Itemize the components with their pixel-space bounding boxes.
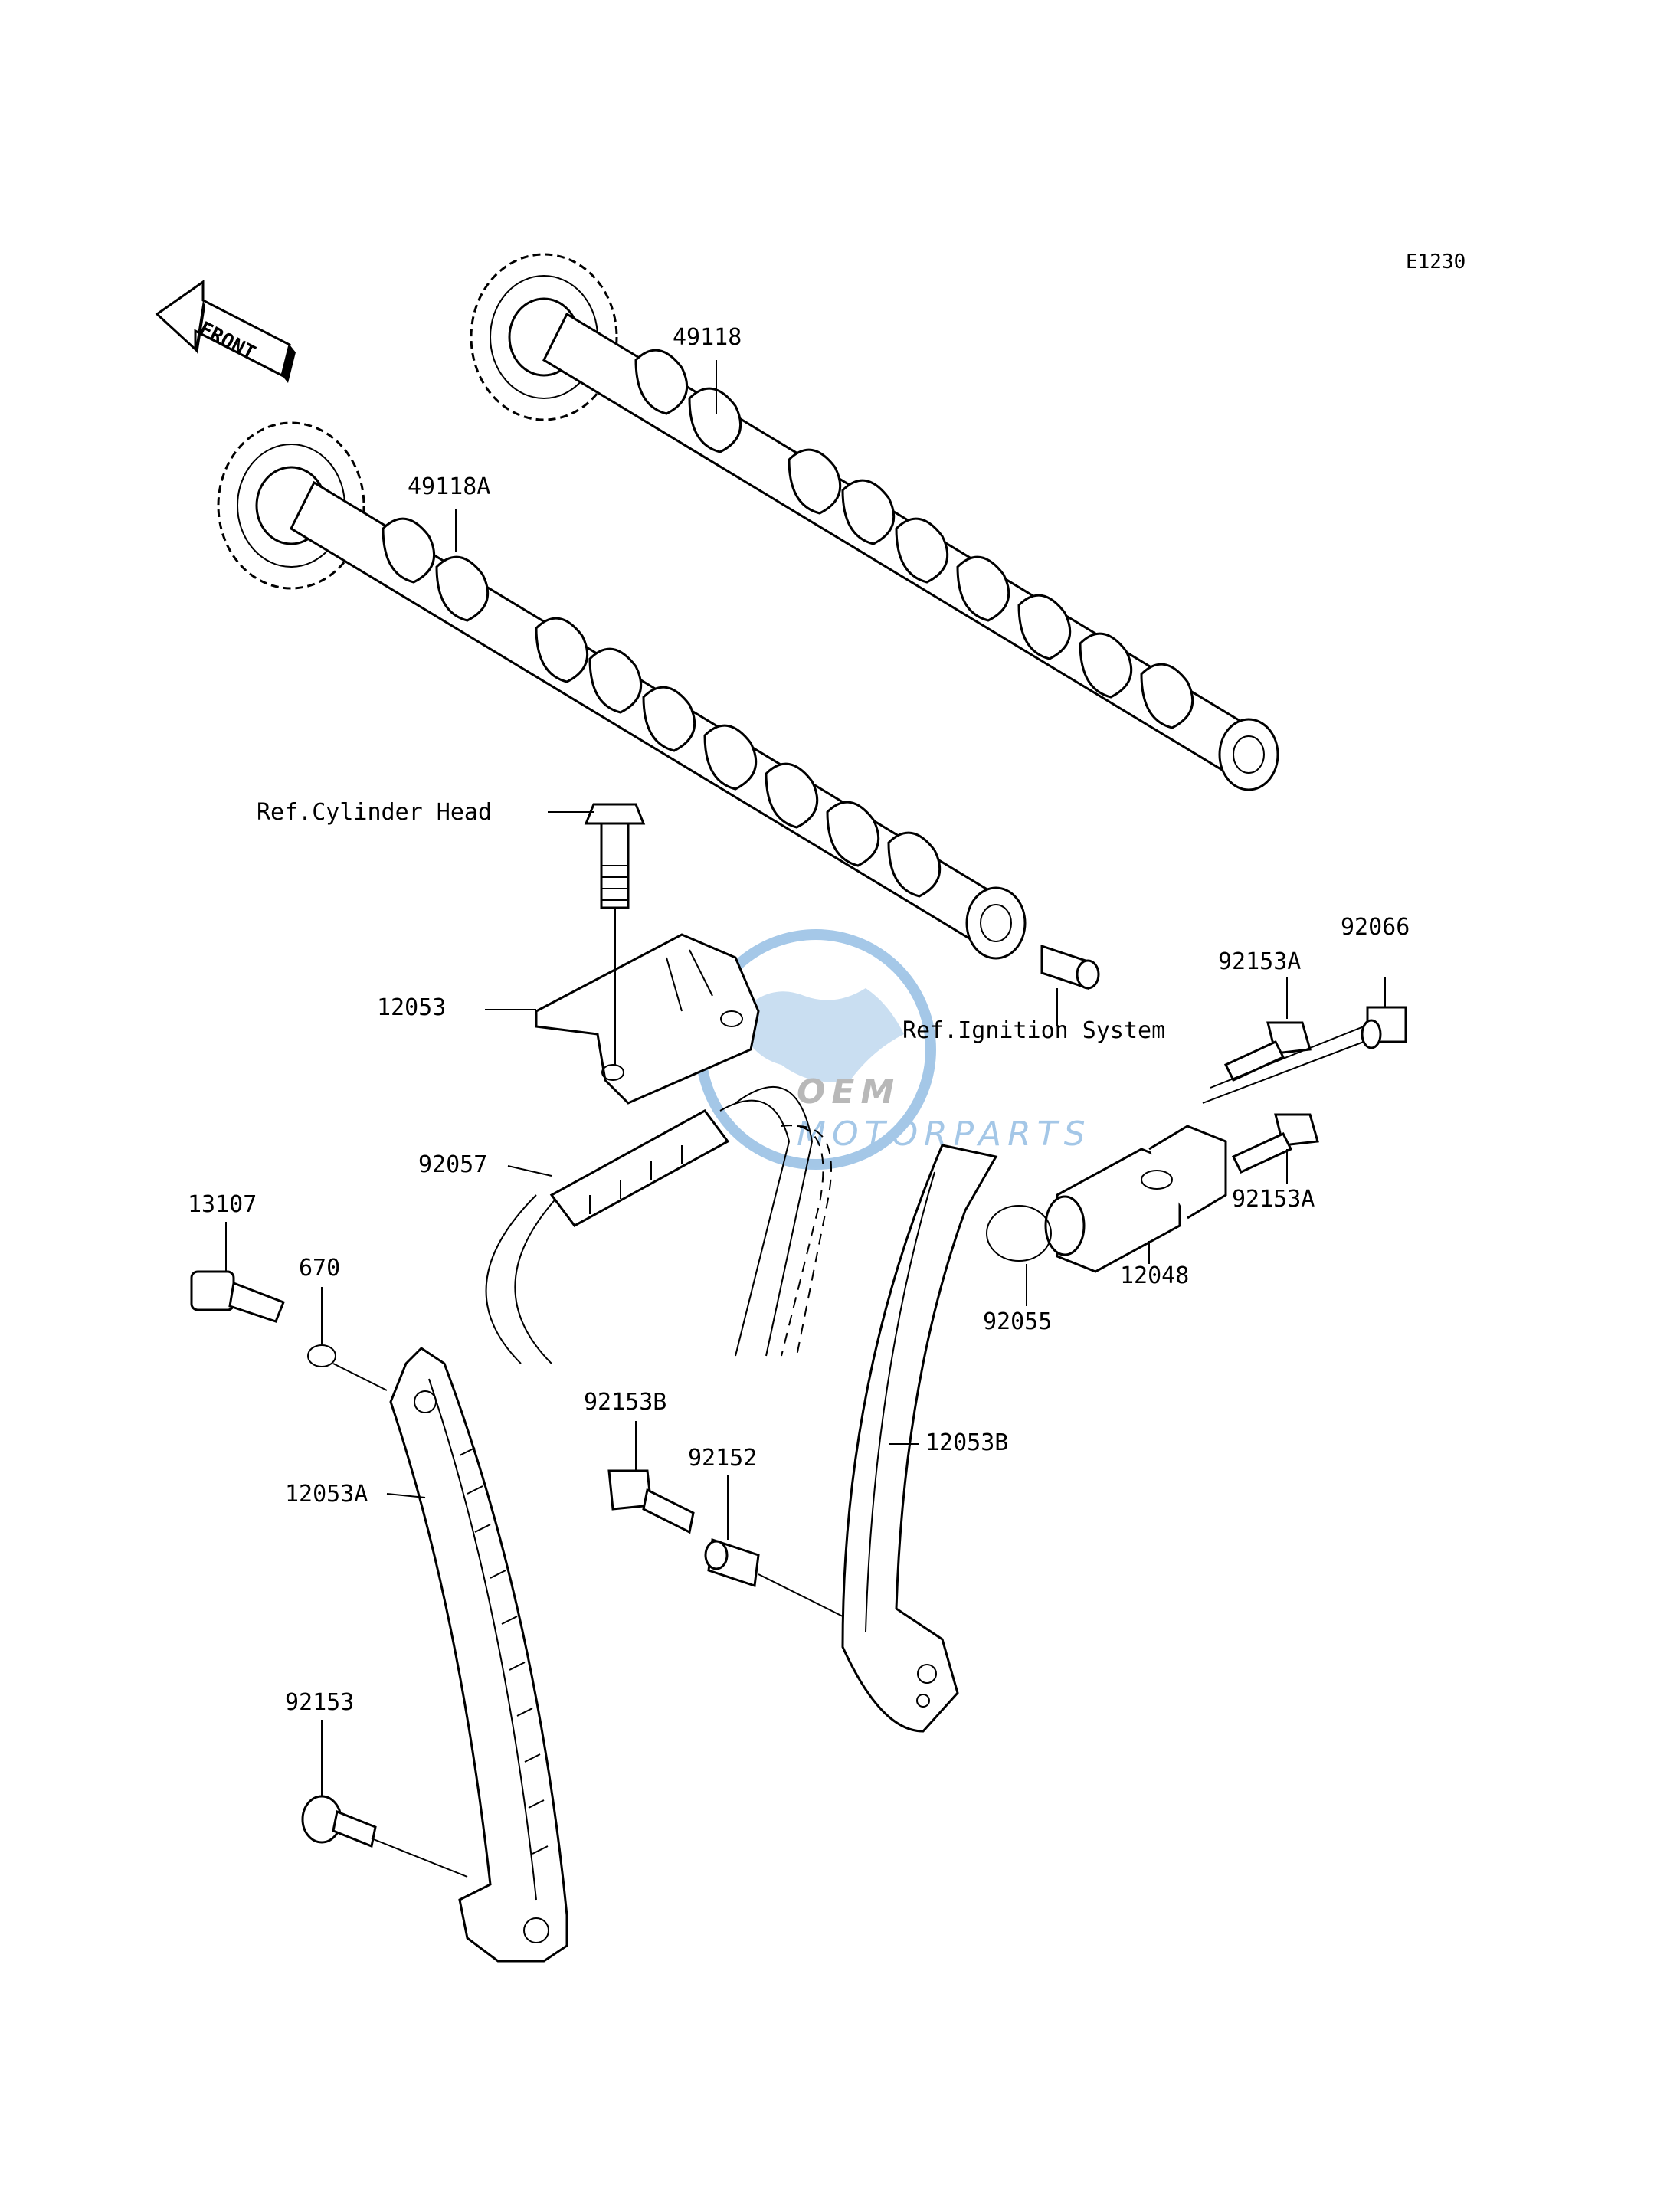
watermark-brand: OEM <box>797 1072 900 1112</box>
label-92057: 92057 <box>418 1151 487 1178</box>
label-92055: 92055 <box>983 1308 1052 1335</box>
label-92153A-top: 92153A <box>1218 948 1301 975</box>
leader-lines <box>225 360 1386 1878</box>
chain-guide-bracket-12053 <box>535 933 760 1105</box>
label-ref-ignition-system: Ref.Ignition System <box>902 1017 1165 1044</box>
o-ring-92055 <box>986 1205 1052 1262</box>
label-92153: 92153 <box>285 1689 354 1716</box>
part-labels: 49118 49118A Ref.Cylinder Head 12053 Ref… <box>188 324 1410 1716</box>
bolt-92153B <box>607 1469 695 1534</box>
label-49118A: 49118A <box>408 473 490 500</box>
camshaft-49118 <box>470 253 1279 791</box>
chain-guide-12053A <box>389 1347 568 1963</box>
cylinder-head-bolt <box>584 803 646 909</box>
camshaft-49118A <box>217 421 1027 960</box>
label-12053: 12053 <box>377 994 446 1021</box>
label-92153A-bottom: 92153A <box>1232 1186 1315 1213</box>
label-92152: 92152 <box>688 1445 757 1472</box>
front-direction-arrow: FRONT <box>155 280 296 383</box>
watermark-continents <box>735 988 904 1082</box>
tensioner-bolt-92153A-lower <box>1231 1113 1319 1174</box>
label-92066: 92066 <box>1341 914 1410 941</box>
label-49118: 49118 <box>673 324 742 351</box>
label-12048: 12048 <box>1120 1262 1189 1289</box>
oem-motorparts-watermark: OEM MOTORPARTS <box>696 929 1086 1170</box>
label-13107: 13107 <box>188 1191 257 1218</box>
label-12053A: 12053A <box>285 1481 368 1508</box>
label-12053B: 12053B <box>925 1429 1008 1456</box>
tensioner-bolt-92153A-upper <box>1223 1021 1312 1082</box>
tensioner-cap-bolt-92066 <box>1361 1006 1407 1049</box>
cam-chain-92057 <box>485 1085 832 1364</box>
diagram-code: E1230 <box>1406 250 1465 273</box>
collar-92152 <box>704 1537 760 1588</box>
ignition-rotor-pin <box>1040 944 1100 990</box>
label-92153B: 92153B <box>584 1389 666 1416</box>
pivot-bolt-13107 <box>190 1270 285 1323</box>
chain-guide-12053B <box>841 1144 998 1733</box>
label-ref-cylinder-head: Ref.Cylinder Head <box>257 799 492 826</box>
bolt-92153 <box>301 1795 377 1848</box>
label-670: 670 <box>299 1255 340 1282</box>
o-ring-670 <box>307 1344 336 1367</box>
